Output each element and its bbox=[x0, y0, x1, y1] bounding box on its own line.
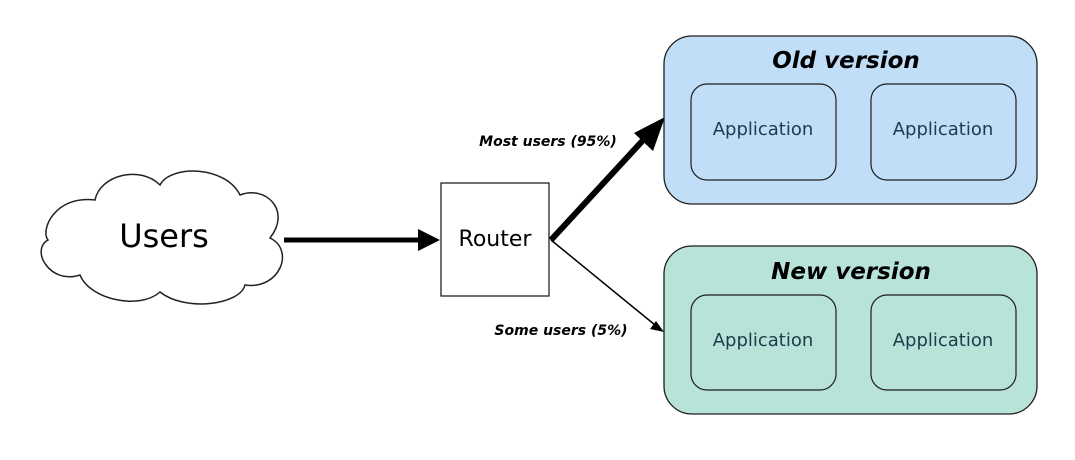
router-box bbox=[440, 182, 550, 297]
new-app-1: Application bbox=[690, 294, 837, 391]
new-version-group: New version Application Application bbox=[663, 245, 1038, 415]
old-app-1: Application bbox=[690, 83, 837, 181]
new-version-title: New version bbox=[771, 259, 931, 285]
new-app-2-label: Application bbox=[893, 330, 994, 351]
users-label: Users bbox=[119, 217, 209, 255]
router-node: Router bbox=[440, 182, 550, 297]
old-version-title: Old version bbox=[772, 48, 920, 74]
most-users-label: Most users (95%) bbox=[479, 134, 617, 150]
new-app-1-label: Application bbox=[713, 330, 814, 351]
old-app-2: Application bbox=[870, 83, 1017, 181]
users-to-router-arrow bbox=[284, 229, 440, 251]
new-app-2: Application bbox=[870, 294, 1017, 391]
router-label: Router bbox=[459, 227, 533, 252]
old-app-1-label: Application bbox=[713, 119, 814, 140]
old-app-2-label: Application bbox=[893, 119, 994, 140]
some-users-label: Some users (5%) bbox=[494, 323, 627, 339]
users-node: Users bbox=[40, 170, 284, 305]
router-to-old-arrow bbox=[548, 117, 665, 243]
cloud-shape bbox=[40, 170, 284, 305]
old-version-group: Old version Application Application bbox=[663, 35, 1038, 205]
router-to-new-arrow bbox=[550, 239, 664, 332]
